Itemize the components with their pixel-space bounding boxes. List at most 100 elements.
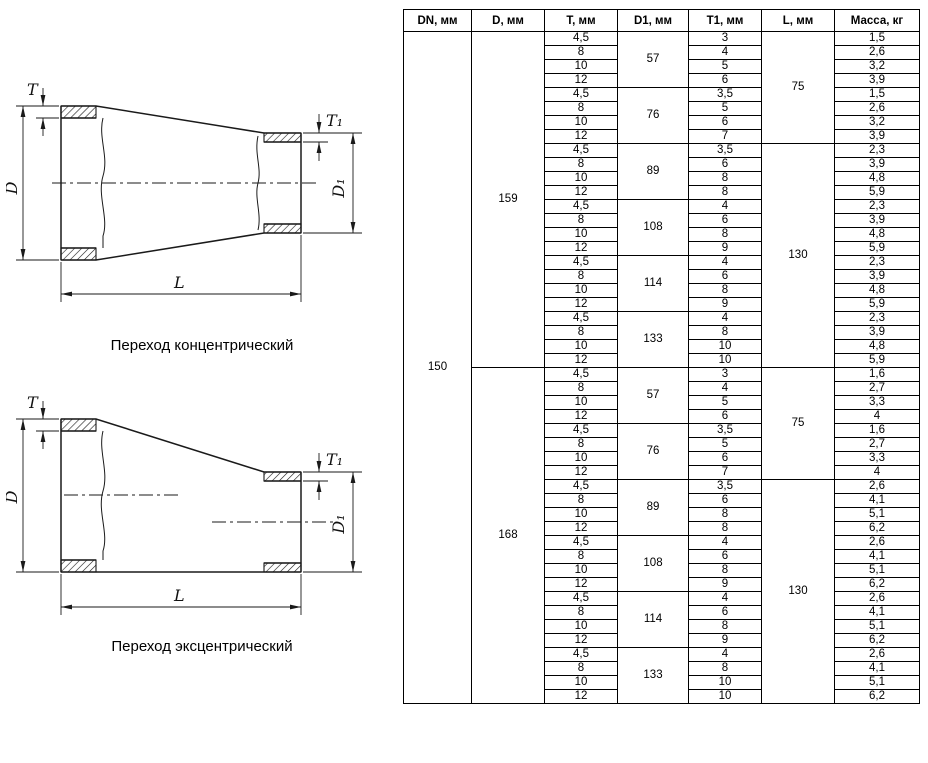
t-cell: 8 (544, 213, 618, 228)
break-line-left (100, 430, 106, 560)
t1-cell: 3 (688, 31, 762, 46)
t-cell: 10 (544, 507, 618, 522)
d1-cell: 89 (617, 479, 689, 536)
mass-cell: 5,9 (834, 297, 920, 312)
label-D: D (6, 181, 21, 195)
dim-T (36, 401, 59, 449)
mass-cell: 4,1 (834, 549, 920, 564)
t-cell: 4,5 (544, 535, 618, 550)
t-cell: 8 (544, 605, 618, 620)
mass-cell: 2,7 (834, 381, 920, 396)
drawings-panel: T T₁ D D₁ L Переход концентрический (2, 0, 402, 763)
header-t: T, мм (544, 9, 618, 32)
t-cell: 4,5 (544, 87, 618, 102)
t1-cell: 3,5 (688, 87, 762, 102)
mass-cell: 1,5 (834, 87, 920, 102)
mass-cell: 2,6 (834, 45, 920, 60)
d1-cell: 108 (617, 535, 689, 592)
t1-cell: 9 (688, 633, 762, 648)
mass-cell: 4,1 (834, 661, 920, 676)
t1-cell: 6 (688, 213, 762, 228)
t-cell: 8 (544, 437, 618, 452)
t-cell: 4,5 (544, 591, 618, 606)
dim-L (60, 235, 302, 302)
t1-cell: 10 (688, 339, 762, 354)
header-mass: Масса, кг (834, 9, 920, 32)
t-cell: 10 (544, 283, 618, 298)
t-cell: 12 (544, 129, 618, 144)
label-T: T (27, 393, 39, 412)
mass-cell: 6,2 (834, 521, 920, 536)
mass-cell: 2,6 (834, 479, 920, 494)
t1-cell: 10 (688, 689, 762, 704)
t1-cell: 3,5 (688, 423, 762, 438)
t-cell: 12 (544, 689, 618, 704)
t-cell: 8 (544, 381, 618, 396)
eccentric-reducer-drawing: T T₁ D D₁ L (2, 393, 362, 615)
mass-cell: 4,1 (834, 605, 920, 620)
t-cell: 12 (544, 577, 618, 592)
t-cell: 12 (544, 465, 618, 480)
t-cell: 10 (544, 339, 618, 354)
t-cell: 10 (544, 563, 618, 578)
t1-cell: 3,5 (688, 143, 762, 158)
t1-cell: 6 (688, 157, 762, 172)
d1-cell: 133 (617, 311, 689, 368)
mass-cell: 3,2 (834, 59, 920, 74)
mass-cell: 4,8 (834, 283, 920, 298)
t-cell: 8 (544, 493, 618, 508)
t-cell: 12 (544, 241, 618, 256)
t-cell: 8 (544, 157, 618, 172)
concentric-reducer-figure: T T₁ D D₁ L Переход концентрический (2, 76, 398, 354)
t1-cell: 10 (688, 353, 762, 368)
mass-cell: 3,9 (834, 269, 920, 284)
t-cell: 4,5 (544, 367, 618, 382)
t-cell: 8 (544, 45, 618, 60)
d1-cell: 114 (617, 591, 689, 648)
t1-cell: 6 (688, 549, 762, 564)
d1-cell: 114 (617, 255, 689, 312)
d1-cell: 57 (617, 31, 689, 88)
t1-cell: 7 (688, 129, 762, 144)
t1-cell: 6 (688, 409, 762, 424)
t-cell: 8 (544, 269, 618, 284)
t-cell: 12 (544, 297, 618, 312)
t-cell: 8 (544, 101, 618, 116)
table-row: 12 10 6,2 (404, 689, 920, 704)
t1-cell: 8 (688, 661, 762, 676)
t-cell: 10 (544, 227, 618, 242)
t-cell: 4,5 (544, 311, 618, 326)
dim-T1 (303, 453, 328, 500)
t1-cell: 8 (688, 507, 762, 522)
dimensions (16, 88, 362, 302)
mass-cell: 6,2 (834, 689, 920, 704)
mass-cell: 2,3 (834, 143, 920, 158)
t1-cell: 6 (688, 451, 762, 466)
t1-cell: 10 (688, 675, 762, 690)
t-cell: 12 (544, 633, 618, 648)
t1-cell: 4 (688, 591, 762, 606)
t-cell: 4,5 (544, 423, 618, 438)
t-cell: 10 (544, 395, 618, 410)
t1-cell: 4 (688, 535, 762, 550)
mass-cell: 3,2 (834, 115, 920, 130)
l-cell: 75 (761, 31, 835, 144)
eccentric-reducer-figure: T T₁ D D₁ L Переход эксцентрический (2, 393, 398, 655)
mass-cell: 2,3 (834, 311, 920, 326)
